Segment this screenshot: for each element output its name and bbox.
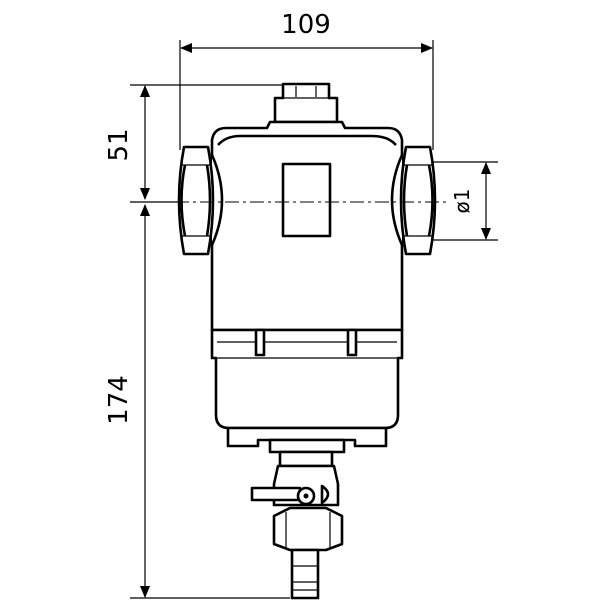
filter-housing	[210, 120, 404, 332]
bowl-tab-right	[346, 328, 358, 357]
hose-barb	[290, 548, 320, 600]
bowl-tab-left	[254, 328, 266, 357]
valve-nut-bottom	[272, 506, 344, 552]
valve-handle	[250, 486, 302, 502]
right-outlet-connector	[390, 145, 437, 256]
diameter-label: ø1	[450, 189, 474, 214]
left-inlet-connector	[177, 145, 224, 256]
diameter-dimension: ø1	[430, 161, 498, 241]
inspection-window	[281, 162, 332, 238]
lower-height-dimension: 174	[104, 204, 290, 599]
bottom-collar	[226, 426, 388, 454]
upper-height-dimension: 51	[104, 84, 285, 203]
drain-valve	[250, 450, 344, 552]
lower-bowl	[210, 328, 404, 430]
upper-height-label: 51	[104, 128, 134, 161]
width-label: 109	[281, 10, 331, 40]
width-dimension: 109	[179, 10, 434, 150]
lower-height-label: 174	[104, 375, 134, 425]
top-cap	[273, 82, 339, 124]
valve-nut-top	[278, 450, 334, 468]
